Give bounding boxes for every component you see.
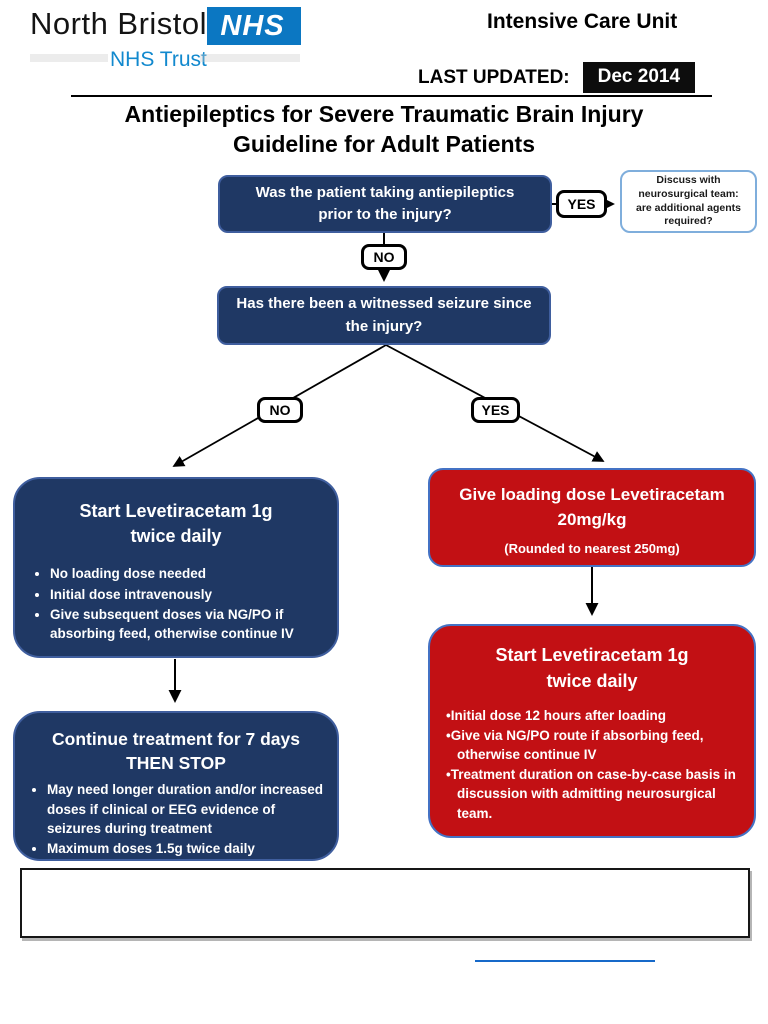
bullet-item: Give via NG/PO route if absorbing feed, …	[446, 726, 748, 765]
nhs-logo: NHS	[207, 7, 301, 45]
question-text-line: prior to the injury?	[318, 206, 452, 223]
faded-print-artifact	[30, 54, 108, 62]
bullet-list: Initial dose 12 hours after loading Give…	[430, 706, 754, 823]
department-title: Intensive Care Unit	[487, 10, 678, 33]
last-updated: LAST UPDATED: Dec 2014	[418, 62, 696, 93]
bullet-list: No loading dose needed Initial dose intr…	[15, 564, 337, 643]
page-title-line1: Antiepileptics for Severe Traumatic Brai…	[124, 101, 644, 127]
no-branch-start-box: Start Levetiracetam 1g twice daily No lo…	[13, 477, 339, 658]
bullet-item: No loading dose needed	[50, 564, 331, 583]
question-text-line: the injury?	[345, 317, 423, 335]
org-name: North Bristol	[30, 6, 208, 41]
discuss-text-line: neurosurgical team:	[638, 187, 739, 200]
box-title-line: Give loading dose Levetiracetam	[459, 485, 725, 504]
header-divider	[71, 95, 712, 97]
box-title-line: THEN STOP	[126, 752, 226, 773]
loading-dose-note: (Rounded to nearest 250mg)	[504, 541, 680, 557]
discuss-text-line: Discuss with	[656, 174, 721, 187]
box-title-line: twice daily	[546, 671, 638, 692]
discuss-text-line: are additional agents	[635, 201, 742, 214]
yes-branch-loading-box: Give loading dose Levetiracetam 20mg/kg …	[428, 468, 756, 567]
box-title-line: Continue treatment for 7 days	[52, 729, 300, 749]
question-antiepileptics-prior: Was the patient taking antiepileptics pr…	[218, 175, 552, 233]
box-title-line: twice daily	[130, 526, 222, 547]
footer-notes-box	[20, 868, 750, 938]
footer-link-underline[interactable]	[475, 960, 655, 962]
box-title-line: Start Levetiracetam 1g	[495, 645, 689, 665]
page-title-line2: Guideline for Adult Patients	[233, 131, 535, 157]
q1-yes-label: YES	[556, 190, 607, 218]
question-text-line: Has there been a witnessed seizure since	[236, 295, 532, 312]
q2-no-label: NO	[257, 397, 303, 423]
last-updated-value: Dec 2014	[582, 62, 696, 93]
bullet-item: Initial dose intravenously	[50, 585, 331, 604]
question-witnessed-seizure: Has there been a witnessed seizure since…	[217, 286, 551, 345]
no-branch-continue-box: Continue treatment for 7 days THEN STOP …	[13, 711, 339, 861]
bullet-item: Give subsequent doses via NG/PO if absor…	[50, 605, 331, 644]
org-subtitle: NHS Trust	[110, 48, 207, 71]
faded-print-artifact	[200, 54, 300, 62]
bullet-list: May need longer duration and/or increase…	[15, 780, 337, 858]
bullet-item: May need longer duration and/or increase…	[47, 780, 331, 838]
discuss-text-line: required?	[664, 215, 713, 228]
last-updated-label: LAST UPDATED:	[418, 66, 570, 88]
box-title-line: Start Levetiracetam 1g	[79, 501, 273, 521]
nhs-logo-text: NHS	[220, 9, 285, 42]
bullet-item: Treatment duration on case-by-case basis…	[446, 765, 748, 824]
q2-yes-label: YES	[471, 397, 520, 423]
bullet-item: Maximum doses 1.5g twice daily	[47, 839, 331, 858]
q1-no-label: NO	[361, 244, 407, 270]
discuss-neurosurgical-box: Discuss with neurosurgical team: are add…	[620, 170, 757, 233]
yes-branch-start-box: Start Levetiracetam 1g twice daily Initi…	[428, 624, 756, 838]
box-title-line: 20mg/kg	[557, 509, 627, 529]
question-text-line: Was the patient taking antiepileptics	[255, 183, 515, 201]
bullet-item: Initial dose 12 hours after loading	[446, 706, 748, 726]
